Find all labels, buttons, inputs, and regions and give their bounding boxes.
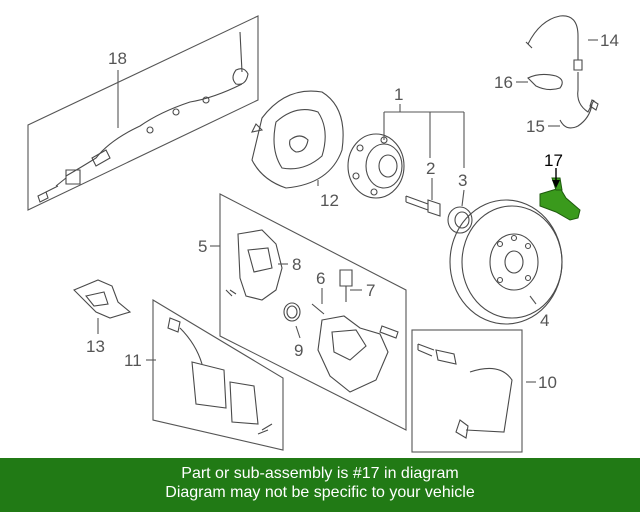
info-banner: Part or sub-assembly is #17 in diagram D…	[0, 458, 640, 512]
parts-diagram: 18 1 2 3 12 14 16 15 17 5 8 6 7 4 9 11 1…	[27, 15, 619, 453]
callout-labels: 18 1 2 3 12 14 16 15 17 5 8 6 7 4 9 11 1…	[86, 31, 619, 392]
callout-2: 2	[426, 159, 435, 178]
retaining-clip-part	[527, 73, 563, 91]
callout-7: 7	[366, 281, 375, 300]
callout-4: 4	[540, 311, 549, 330]
sensor-harness-panel	[27, 15, 259, 211]
mounting-bracket-part	[73, 279, 132, 319]
callout-13: 13	[86, 337, 105, 356]
callout-5: 5	[198, 237, 207, 256]
callout-18: 18	[108, 49, 127, 68]
dust-shield-part	[251, 90, 344, 189]
callout-9: 9	[294, 341, 303, 360]
caliper-panel	[219, 193, 407, 431]
callout-16: 16	[494, 73, 513, 92]
banner-line-part-info: Part or sub-assembly is #17 in diagram	[181, 465, 459, 482]
callout-11: 11	[124, 351, 142, 370]
callout-12: 12	[320, 191, 339, 210]
brake-hose-part	[525, 15, 599, 129]
callout-10: 10	[538, 373, 557, 392]
grease-cap-part	[447, 206, 473, 234]
leader-lines	[97, 39, 598, 383]
callout-14: 14	[600, 31, 619, 50]
callout-1: 1	[394, 85, 403, 104]
brake-rotor-part	[449, 199, 563, 325]
hub-bolt-part	[405, 195, 441, 217]
callout-6: 6	[316, 269, 325, 288]
wheel-hub-part	[347, 133, 405, 199]
callout-15: 15	[526, 117, 545, 136]
callout-17: 17	[544, 151, 563, 170]
callout-3: 3	[458, 171, 467, 190]
brake-pads-panel	[152, 299, 284, 451]
callout-8: 8	[292, 255, 301, 274]
guide-pin-panel	[411, 329, 523, 453]
highlighted-part-17	[539, 177, 581, 221]
banner-line-disclaimer: Diagram may not be specific to your vehi…	[165, 484, 475, 501]
